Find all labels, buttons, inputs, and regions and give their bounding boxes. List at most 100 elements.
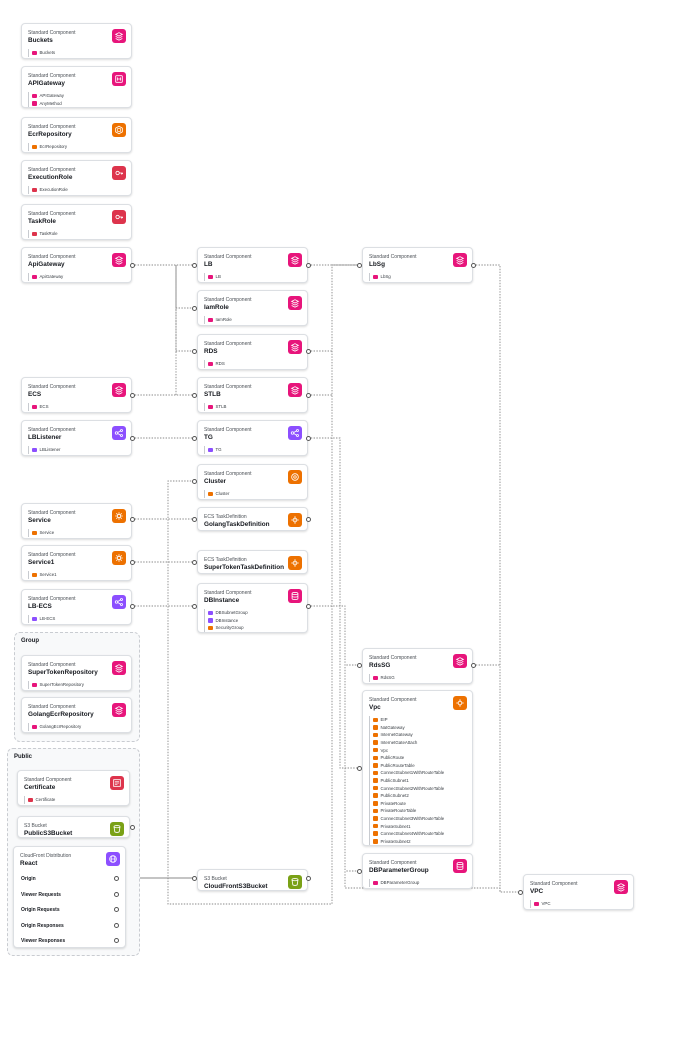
resource-item[interactable]: PrivateSubnet2	[373, 838, 444, 846]
connection-port[interactable]	[305, 875, 311, 881]
connection-port[interactable]	[356, 868, 362, 874]
resource-item[interactable]: PrivateSubnet1	[373, 822, 444, 830]
resource-item[interactable]: SecurityGroup	[208, 624, 248, 632]
cloudfront-behavior-row[interactable]: Origin	[21, 876, 119, 882]
connection-port[interactable]	[191, 478, 197, 484]
resource-item[interactable]: PublicRouteTable	[373, 762, 444, 770]
connection-port[interactable]	[191, 435, 197, 441]
connection-port[interactable]	[305, 516, 311, 522]
connection-port[interactable]	[305, 392, 311, 398]
connection-port[interactable]	[191, 603, 197, 609]
connection-port[interactable]	[191, 875, 197, 881]
resource-item[interactable]: LbSg	[373, 273, 391, 281]
connection-port[interactable]	[470, 662, 476, 668]
resource-item[interactable]: ConnectSubnet2WithRouteTable	[373, 784, 444, 792]
resource-item[interactable]: Vpc	[373, 746, 444, 754]
connection-port[interactable]	[305, 348, 311, 354]
connection-port[interactable]	[191, 392, 197, 398]
connection-port[interactable]	[356, 765, 362, 771]
connection-port[interactable]	[129, 824, 135, 830]
connection-port[interactable]	[517, 889, 523, 895]
connection-port[interactable]	[356, 262, 362, 268]
resource-item[interactable]: PrivateRoute	[373, 800, 444, 808]
connection-port[interactable]	[129, 559, 135, 565]
resource-item[interactable]: STLB	[208, 403, 226, 411]
connection-port[interactable]	[191, 348, 197, 354]
resource-item[interactable]: LB-ECS	[32, 615, 55, 623]
behavior-output-port[interactable]	[114, 907, 119, 912]
behavior-output-port[interactable]	[114, 876, 119, 881]
resource-item[interactable]: ECS	[32, 403, 49, 411]
behavior-output-port[interactable]	[114, 922, 119, 928]
resource-item[interactable]: VPC	[534, 900, 551, 908]
resource-item[interactable]: InternetGateAttach	[373, 739, 444, 747]
connection-port[interactable]	[129, 262, 135, 268]
resource-item[interactable]: PrivateRouteTable	[373, 807, 444, 815]
connection-port[interactable]	[305, 603, 311, 609]
resource-item[interactable]: AnyMethod	[32, 100, 64, 108]
resource-item[interactable]: NatGateway	[373, 724, 444, 732]
cloudfront-behavior-row[interactable]: Origin Requests	[21, 907, 119, 913]
resource-item[interactable]: DBParameterGroup	[373, 879, 419, 887]
connection-port[interactable]	[129, 392, 135, 398]
resource-item[interactable]: Buckets	[32, 49, 55, 57]
resource-item[interactable]: IamRole	[208, 316, 232, 324]
connection-port[interactable]	[191, 262, 197, 268]
resource-item[interactable]: ApiGateway	[32, 273, 63, 281]
resource-item[interactable]: LBListener	[32, 446, 61, 454]
connection-port[interactable]	[129, 516, 135, 522]
resource-item[interactable]: APIGateway	[32, 92, 64, 100]
resource-item[interactable]: PublicSubnet1	[373, 777, 444, 785]
connection-port[interactable]	[191, 516, 197, 522]
resource-item[interactable]: PublicSubnet2	[373, 792, 444, 800]
resource-item[interactable]: ConnectSubnet4WithRouteTable	[373, 830, 444, 838]
connection-port[interactable]	[305, 262, 311, 268]
connection-port[interactable]	[191, 305, 197, 311]
connection-port[interactable]	[129, 603, 135, 609]
resource-item[interactable]: EcrRepository	[32, 143, 67, 151]
resource-item[interactable]: DBInstance	[208, 617, 248, 625]
resource-item[interactable]: Service	[32, 529, 54, 537]
resource-item[interactable]: RDS	[208, 360, 225, 368]
connection-port[interactable]	[356, 662, 362, 668]
connection-port[interactable]	[470, 262, 476, 268]
resource-item[interactable]: SuperTokenRepository	[32, 681, 84, 689]
behavior-output-port[interactable]	[114, 938, 119, 943]
resource-item[interactable]: RdsSG	[373, 674, 395, 682]
resource-item[interactable]: Cluster	[208, 490, 229, 498]
behavior-output-port[interactable]	[114, 891, 119, 897]
resource-item[interactable]: PublicRoute	[373, 754, 444, 762]
resource-item[interactable]: ConnectSubnet3WithRouteTable	[373, 815, 444, 823]
resource-item[interactable]: GolangEcrRepository	[32, 723, 81, 731]
resource-item[interactable]: ConnectSubnet1WithRouteTable	[373, 769, 444, 777]
resource-item[interactable]: EIP	[373, 716, 444, 724]
connection-port[interactable]	[129, 435, 135, 441]
resource-item[interactable]: InternetGateway	[373, 731, 444, 739]
